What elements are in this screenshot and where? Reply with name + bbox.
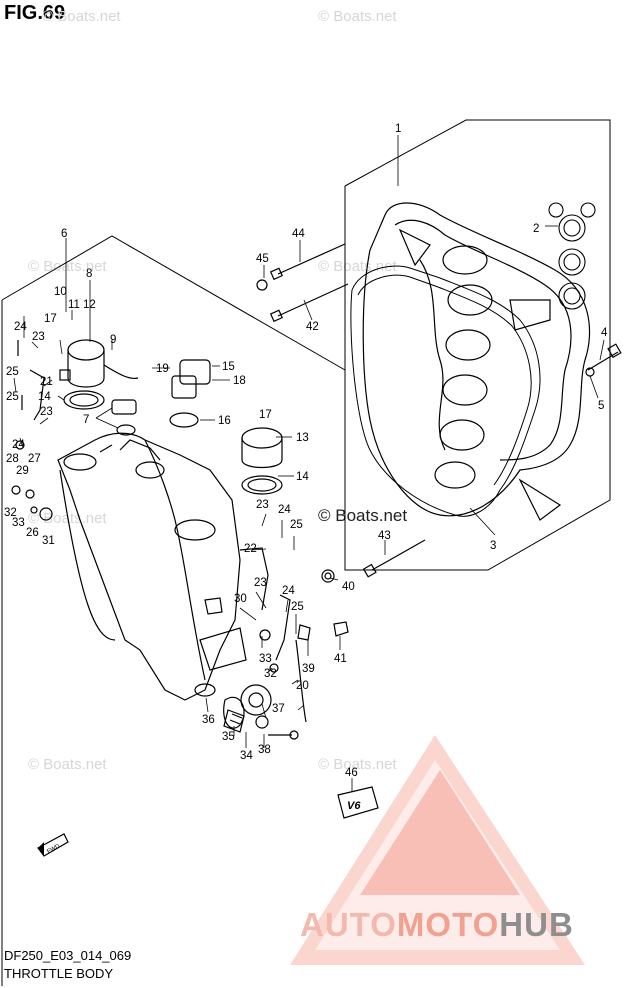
callout-37: 37 <box>272 703 285 715</box>
callout-25: 25 <box>290 519 303 531</box>
figure-name: THROTTLE BODY <box>4 966 114 981</box>
callout-43: 43 <box>378 530 391 542</box>
callout-39: 39 <box>302 663 315 675</box>
callout-32: 32 <box>264 668 277 680</box>
figure-title: FIG.69 <box>4 2 66 24</box>
callout-33: 33 <box>12 517 25 529</box>
callout-24: 24 <box>14 321 27 333</box>
callout-23: 23 <box>32 331 45 343</box>
emblem-text: V6 <box>347 800 361 812</box>
logo-part-1: AUTO <box>300 906 397 943</box>
callout-labels: 1 2 3 4 5 6 7 8 9 10 11 12 13 14 14 15 1… <box>4 123 608 779</box>
callout-1: 1 <box>395 123 401 135</box>
callout-27: 27 <box>28 453 41 465</box>
callout-20: 20 <box>296 680 309 692</box>
callout-4: 4 <box>601 327 608 339</box>
logo-triangle <box>290 735 585 965</box>
callout-24: 24 <box>282 585 295 597</box>
manifold-gasket <box>350 265 541 517</box>
callout-5: 5 <box>598 400 604 412</box>
callout-13: 13 <box>296 432 309 444</box>
brand-logo: AUTOMOTOHUB <box>300 906 574 944</box>
fwd-arrow <box>37 833 69 857</box>
callout-29: 29 <box>16 465 29 477</box>
leader-lines <box>13 135 605 792</box>
callout-34: 34 <box>240 750 253 762</box>
callout-40: 40 <box>342 581 355 593</box>
callout-12: 12 <box>83 299 96 311</box>
callout-23: 23 <box>40 406 53 418</box>
callout-45: 45 <box>256 253 269 265</box>
callout-23: 23 <box>256 499 269 511</box>
callout-19: 19 <box>156 363 169 375</box>
callout-30: 30 <box>234 593 247 605</box>
callout-35: 35 <box>222 731 235 743</box>
callout-14: 14 <box>38 391 51 403</box>
callout-25: 25 <box>6 366 19 378</box>
callout-44: 44 <box>292 228 305 240</box>
callout-42: 42 <box>306 321 319 333</box>
callout-24: 24 <box>278 504 291 516</box>
callout-8: 8 <box>86 268 92 280</box>
callout-24: 24 <box>12 439 25 451</box>
callout-17: 17 <box>259 409 272 421</box>
callout-3: 3 <box>490 540 496 552</box>
callout-25: 25 <box>6 391 19 403</box>
callout-41: 41 <box>334 653 347 665</box>
callout-9: 9 <box>110 334 116 346</box>
bolts <box>256 243 622 637</box>
callout-14: 14 <box>296 471 309 483</box>
logo-part-3: HUB <box>499 906 574 943</box>
callout-6: 6 <box>61 228 67 240</box>
watermark-strong: © Boats.net <box>318 506 408 525</box>
callout-2: 2 <box>533 223 539 235</box>
callout-23: 23 <box>254 577 267 589</box>
callout-17: 17 <box>44 313 57 325</box>
callout-18: 18 <box>233 375 246 387</box>
figure-code: DF250_E03_014_069 <box>4 948 132 963</box>
callout-46: 46 <box>345 767 358 779</box>
callout-36: 36 <box>202 714 215 726</box>
watermark: © Boats.net <box>42 8 121 25</box>
panel-frames <box>1 119 611 986</box>
watermark: © Boats.net <box>28 756 107 773</box>
callout-38: 38 <box>258 744 271 756</box>
watermark: © Boats.net <box>28 258 107 275</box>
callout-21: 21 <box>40 376 53 388</box>
o-ring-set <box>548 202 596 310</box>
callout-28: 28 <box>6 453 19 465</box>
callout-11: 11 <box>68 299 80 311</box>
callout-10: 10 <box>54 286 67 298</box>
callout-15: 15 <box>222 361 235 373</box>
callout-25: 25 <box>291 601 304 613</box>
callout-26: 26 <box>26 527 39 539</box>
throttle-body-assembly <box>11 339 379 819</box>
watermark: © Boats.net <box>318 8 397 25</box>
intake-manifold <box>362 202 591 521</box>
callout-16: 16 <box>218 415 231 427</box>
callout-7: 7 <box>83 414 89 426</box>
watermark: © Boats.net <box>28 510 107 527</box>
callout-22: 22 <box>244 543 257 555</box>
watermark: © Boats.net <box>318 756 397 773</box>
callout-33: 33 <box>259 653 272 665</box>
logo-part-2: MOTO <box>396 906 500 943</box>
fwd-text: FWD <box>46 843 61 855</box>
callout-31: 31 <box>42 535 55 547</box>
watermark: © Boats.net <box>318 258 397 275</box>
callout-32: 32 <box>4 507 17 519</box>
